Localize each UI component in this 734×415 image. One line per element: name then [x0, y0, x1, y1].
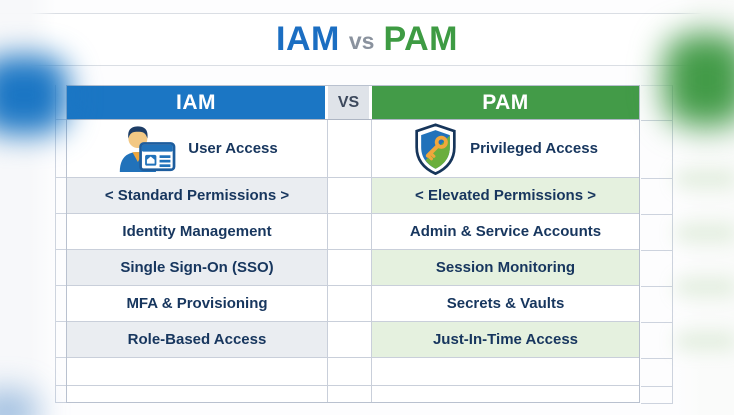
table-row-mfa: MFA & Provisioning Secrets & Vaults [67, 286, 639, 322]
pam-cell-text: < Elevated Permissions > [372, 178, 639, 213]
shield-key-icon [413, 122, 458, 175]
table-header-row: IAM VS PAM [67, 86, 639, 120]
pam-header-cell: PAM [372, 86, 639, 119]
iam-cell-text [67, 358, 328, 385]
iam-cell-text: MFA & Provisioning [67, 286, 328, 321]
vs-spacer-cell [328, 120, 372, 177]
user-id-card-icon [116, 125, 176, 172]
vs-spacer-cell [328, 250, 372, 285]
title-vs: vs [348, 28, 375, 54]
pam-cell-text: Just-In-Time Access [372, 322, 639, 357]
pam-cell-text: Secrets & Vaults [446, 295, 565, 312]
table-row-empty [67, 386, 639, 402]
iam-cell-text: Identity Management [67, 214, 328, 249]
table-row-rbac: Role-Based Access Just-In-Time Access [67, 322, 639, 358]
iam-header-cell: IAM [67, 86, 328, 119]
comparison-table: IAM VS PAM [66, 85, 640, 403]
pam-cell-text: Admin & Service Accounts [409, 223, 602, 240]
iam-cell-text [67, 386, 328, 402]
vs-header-cell: VS [328, 86, 372, 119]
vs-spacer-cell [328, 322, 372, 357]
gridline-extension-right [641, 85, 673, 404]
pam-cell-text: Session Monitoring [372, 250, 639, 285]
table-row-permissions: < Standard Permissions > < Elevated Perm… [67, 178, 639, 214]
table-row-identity: Identity Management Admin & Service Acco… [67, 214, 639, 250]
iam-cell-text: Single Sign-On (SSO) [67, 250, 328, 285]
iam-cell-text: < Standard Permissions > [67, 178, 328, 213]
vs-spacer-cell [328, 286, 372, 321]
vs-spacer-cell [328, 214, 372, 249]
title-iam: IAM [276, 20, 340, 58]
title-pam: PAM [383, 20, 458, 58]
blur-green-streaks [676, 170, 734, 370]
title-band: IAM vs PAM [0, 13, 734, 66]
table-row-empty [67, 358, 639, 386]
pam-cell-text [372, 386, 639, 402]
iam-cell-text: User Access [188, 140, 278, 157]
table-row-access: User Access [67, 120, 639, 178]
iam-user-access-cell: User Access [67, 120, 328, 177]
pam-cell-text [372, 358, 639, 385]
iam-cell-text: Role-Based Access [67, 322, 328, 357]
vs-spacer-cell [328, 386, 372, 402]
vs-spacer-cell [328, 358, 372, 385]
table-row-sso: Single Sign-On (SSO) Session Monitoring [67, 250, 639, 286]
pam-cell-text: Privileged Access [470, 140, 598, 157]
blur-blob-blue-bottom [0, 390, 38, 415]
pam-privileged-access-cell: Privileged Access [372, 120, 639, 177]
vs-spacer-cell [328, 178, 372, 213]
